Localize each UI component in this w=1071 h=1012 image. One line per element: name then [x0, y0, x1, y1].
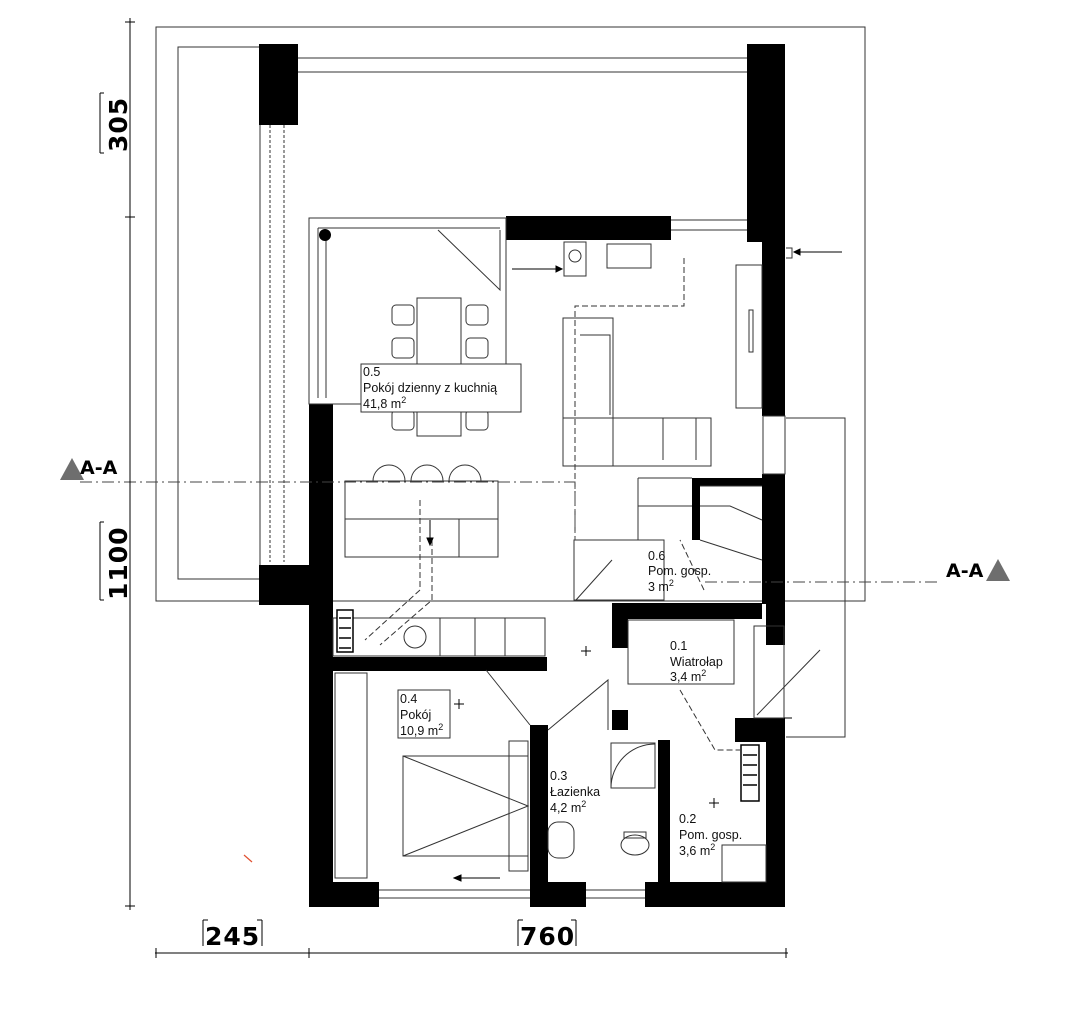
room-label-0-2: 0.2 Pom. gosp. 3,6 m2: [679, 812, 742, 858]
column-marker: [319, 229, 331, 241]
svg-text:3 m2: 3 m2: [648, 578, 674, 594]
room-label-0-4: 0.4 Pokój 10,9 m2: [397, 689, 451, 739]
svg-text:0.6: 0.6: [648, 549, 665, 563]
triangle-icon: [60, 458, 84, 480]
svg-text:0.1: 0.1: [670, 639, 687, 653]
svg-text:Pom. gosp.: Pom. gosp.: [648, 564, 711, 578]
svg-text:Łazienka: Łazienka: [550, 785, 600, 799]
door-swings: [437, 229, 821, 731]
svg-text:Pokój: Pokój: [400, 708, 431, 722]
svg-text:0.5: 0.5: [363, 365, 380, 379]
svg-text:Pom. gosp.: Pom. gosp.: [679, 828, 742, 842]
section-marker-left: A-A: [60, 457, 118, 480]
section-label-right: A-A: [946, 560, 984, 582]
svg-text:Wiatrołap: Wiatrołap: [670, 655, 723, 669]
svg-text:4,2 m2: 4,2 m2: [550, 799, 586, 815]
terrace-outline: [155, 26, 866, 738]
dimension-bottom-right: 760: [520, 922, 575, 951]
triangle-icon: [986, 559, 1010, 581]
svg-text:0.3: 0.3: [550, 769, 567, 783]
section-marker-right: A-A: [946, 559, 1010, 582]
room-label-0-3: 0.3 Łazienka 4,2 m2: [550, 769, 600, 815]
svg-text:10,9 m2: 10,9 m2: [400, 722, 443, 738]
section-line: [80, 481, 940, 583]
dimension-left-bottom: 1100: [104, 526, 133, 600]
svg-text:3,4 m2: 3,4 m2: [670, 668, 706, 684]
markers: [454, 646, 792, 808]
svg-text:Pokój dzienny z kuchnią: Pokój dzienny z kuchnią: [363, 381, 497, 395]
walls: [259, 44, 785, 907]
dimension-left-top: 305: [104, 97, 133, 152]
room-label-0-6: 0.6 Pom. gosp. 3 m2: [648, 549, 711, 594]
section-label-left: A-A: [80, 457, 118, 479]
svg-text:0.4: 0.4: [400, 692, 417, 706]
accent-tick: [243, 854, 253, 863]
dimension-bottom-left: 245: [205, 922, 260, 951]
svg-text:0.2: 0.2: [679, 812, 696, 826]
svg-text:41,8 m2: 41,8 m2: [363, 395, 406, 411]
dimension-lines: [99, 18, 788, 958]
room-label-0-5: 0.5 Pokój dzienny z kuchnią 41,8 m2: [360, 363, 522, 413]
windows: [308, 217, 793, 899]
room-label-0-1: 0.1 Wiatrołap 3,4 m2: [670, 639, 723, 684]
svg-text:3,6 m2: 3,6 m2: [679, 842, 715, 858]
radiators: [336, 609, 760, 802]
arrows: [426, 248, 842, 882]
routes: [364, 258, 740, 751]
